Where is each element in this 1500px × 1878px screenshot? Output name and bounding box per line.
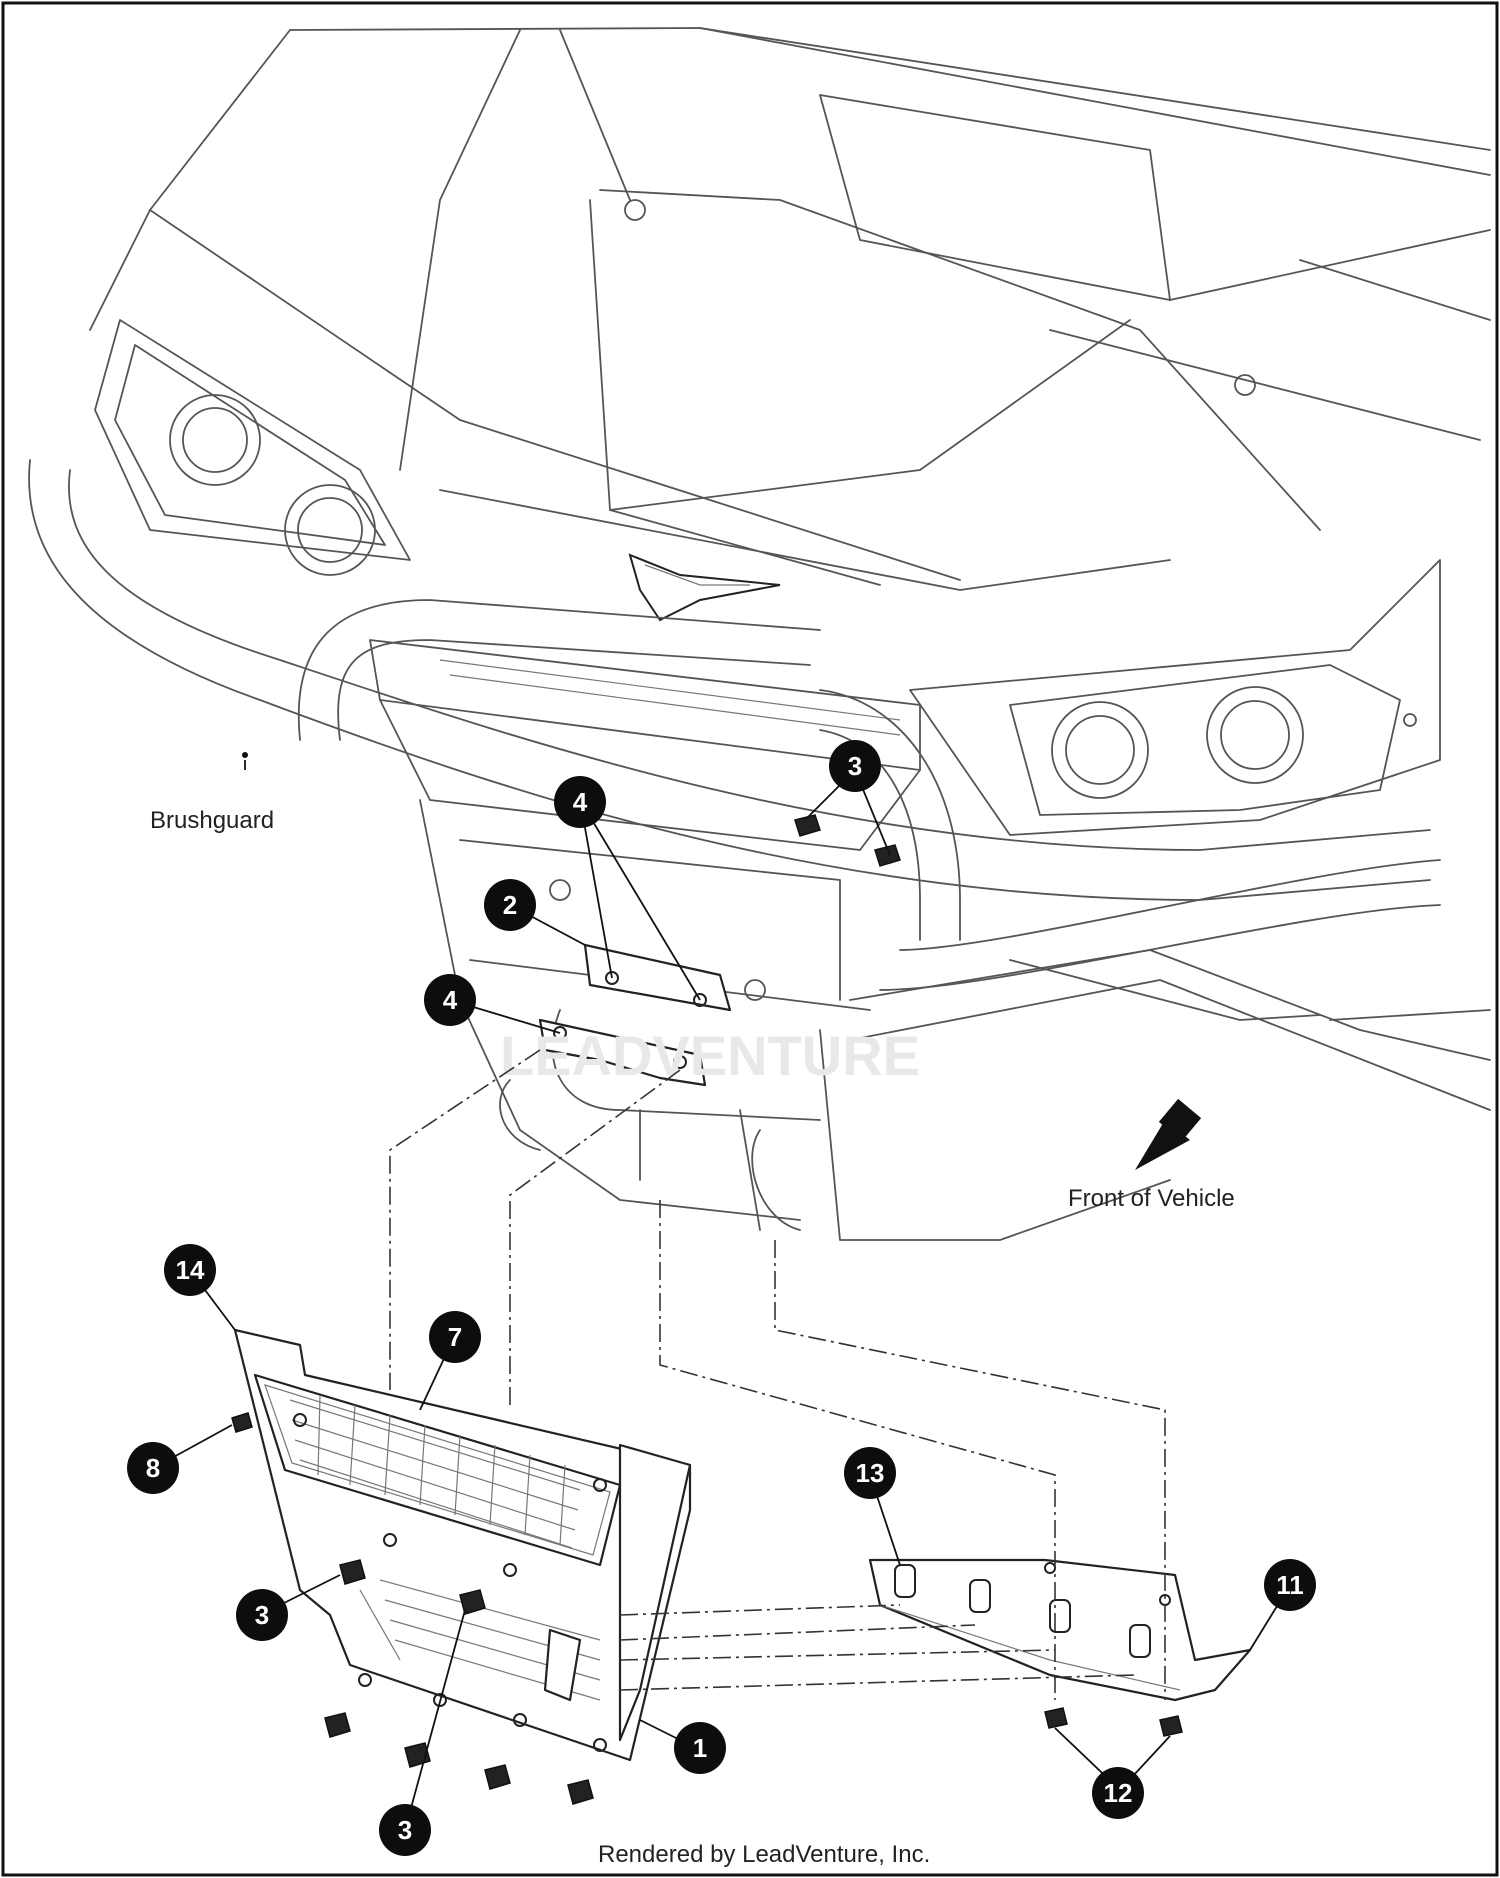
svg-text:4: 4 — [573, 787, 588, 817]
front-arrow-icon — [1135, 1098, 1202, 1170]
callout-13: 13 — [844, 1447, 896, 1499]
skid-plate-assembly — [233, 1328, 692, 1762]
svg-text:3: 3 — [255, 1600, 269, 1630]
svg-text:2: 2 — [503, 890, 517, 920]
skid-plate-bolts — [231, 1412, 594, 1805]
svg-text:3: 3 — [398, 1815, 412, 1845]
callout-8: 8 — [127, 1442, 179, 1494]
callout-1: 1 — [674, 1722, 726, 1774]
brushguard-label: Brushguard — [150, 807, 274, 834]
callout-3-left: 3 — [236, 1589, 288, 1641]
callout-12: 12 — [1092, 1767, 1144, 1819]
upper-bolts — [794, 814, 901, 867]
callout-4-top: 4 — [554, 776, 606, 828]
svg-text:8: 8 — [146, 1453, 160, 1483]
svg-text:4: 4 — [443, 985, 458, 1015]
hood-logo — [628, 553, 781, 622]
front-of-vehicle-label: Front of Vehicle — [1068, 1185, 1235, 1212]
chassis — [419, 799, 1491, 1241]
svg-text:12: 12 — [1104, 1778, 1133, 1808]
callout-14: 14 — [164, 1244, 216, 1296]
bracket-part-2 — [583, 943, 732, 1012]
left-headlight — [94, 319, 411, 576]
brushguard — [28, 459, 1441, 991]
callout-4-lower: 4 — [424, 974, 476, 1026]
svg-text:13: 13 — [856, 1458, 885, 1488]
svg-text:11: 11 — [1276, 1570, 1304, 1600]
callout-2: 2 — [484, 879, 536, 931]
assembly-lines — [389, 1049, 1166, 1700]
callout-3-bottom: 3 — [379, 1804, 431, 1856]
callout-11: 11 — [1264, 1559, 1316, 1611]
svg-text:3: 3 — [848, 751, 862, 781]
render-credit: Rendered by LeadVenture, Inc. — [598, 1841, 930, 1868]
vehicle-body — [89, 27, 1491, 591]
svg-text:7: 7 — [448, 1322, 462, 1352]
svg-text:14: 14 — [176, 1255, 205, 1285]
grille-openings — [289, 1394, 581, 1549]
bracket-lower — [538, 1018, 707, 1087]
watermark-text: LEADVENTURE — [500, 1024, 920, 1087]
svg-text:1: 1 — [693, 1733, 707, 1763]
side-guard-part-11 — [868, 1558, 1252, 1702]
guard-bolts — [1044, 1707, 1183, 1737]
callout-7: 7 — [429, 1311, 481, 1363]
callout-3-top: 3 — [829, 740, 881, 792]
front-grille — [369, 639, 921, 851]
right-headlight — [909, 559, 1441, 836]
